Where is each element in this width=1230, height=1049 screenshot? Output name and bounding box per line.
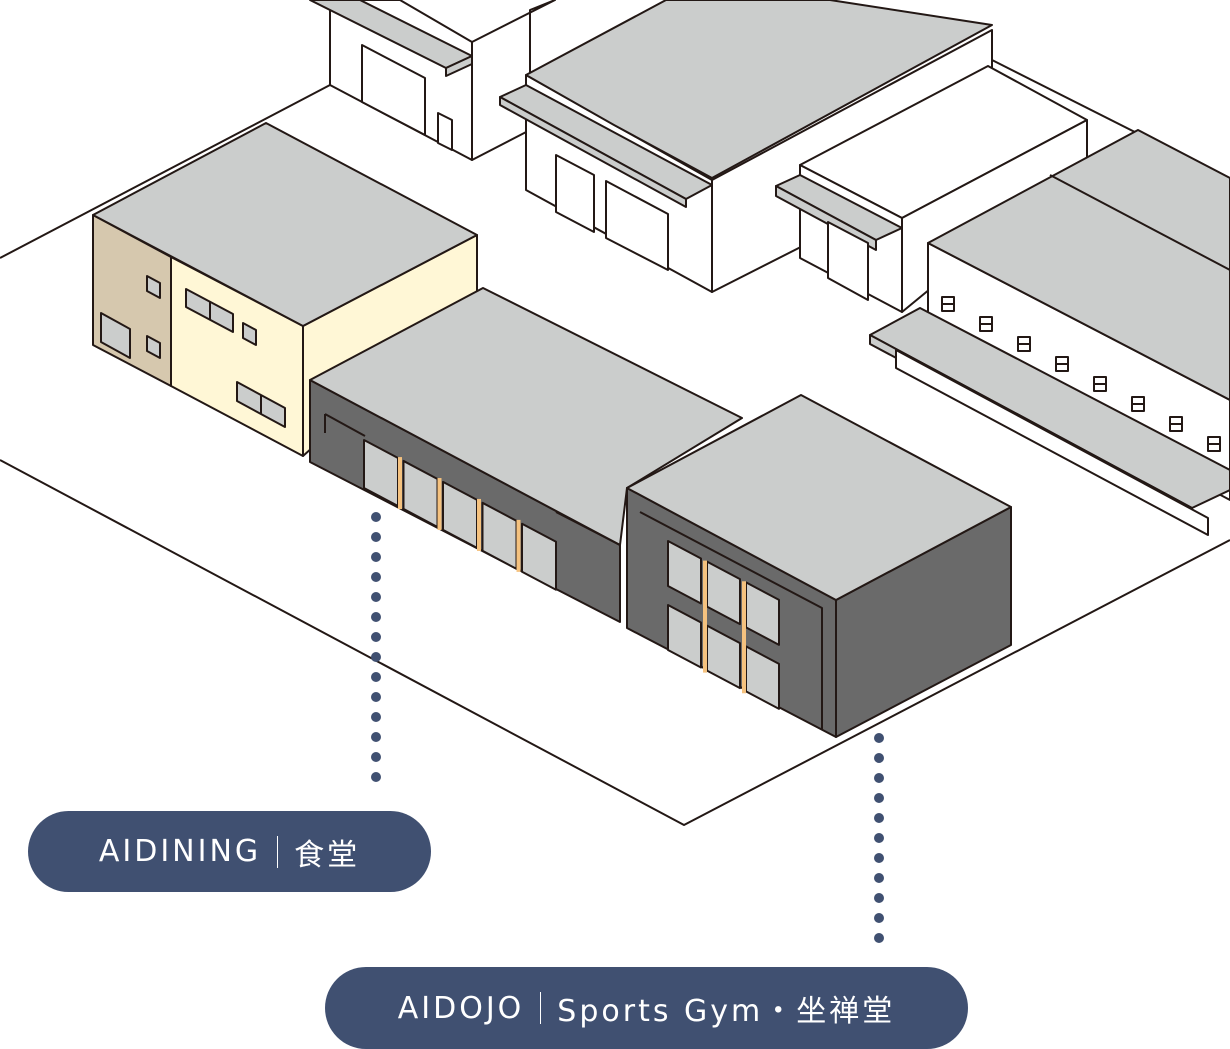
leader-dot [874, 913, 884, 923]
leader-dot [874, 873, 884, 883]
window-pane [667, 540, 702, 605]
dotted-leader-dining [371, 512, 381, 782]
leader-dot [371, 612, 381, 622]
leader-dot [874, 893, 884, 903]
leader-dot [371, 672, 381, 682]
leader-dot [874, 753, 884, 763]
window-mullion [516, 519, 521, 572]
aidojo-name: AIDOJO [397, 990, 525, 1026]
leader-dot [371, 692, 381, 702]
aidining-label[interactable]: AIDINING 食堂 [28, 811, 431, 892]
leader-dot [371, 752, 381, 762]
window-pane [521, 522, 557, 591]
leader-dot [371, 652, 381, 662]
leader-dot [371, 532, 381, 542]
aidojo-label[interactable]: AIDOJO Sports Gym・坐禅堂 [325, 967, 968, 1049]
leader-dot [371, 632, 381, 642]
background-building-1 [309, 0, 556, 161]
window-mullion [703, 560, 707, 673]
leader-dot [874, 773, 884, 783]
label-separator [540, 992, 542, 1024]
background-building-4-windows [941, 296, 1221, 452]
leader-dot [874, 813, 884, 823]
window-mullion [477, 498, 481, 551]
leader-dot [371, 712, 381, 722]
aidojo-hall-windows [363, 439, 557, 591]
leader-dot [874, 853, 884, 863]
leader-dot [371, 732, 381, 742]
leader-dot [874, 933, 884, 943]
leader-dot [874, 733, 884, 743]
background-building-4 [869, 129, 1230, 536]
leader-dot [371, 512, 381, 522]
aidining-subtitle: 食堂 [294, 837, 361, 873]
leader-dot [371, 552, 381, 562]
aidojo-subtitle: Sports Gym・坐禅堂 [557, 994, 896, 1029]
window-pane [667, 604, 702, 669]
dotted-leader-dojo [874, 733, 884, 943]
window-mullion [398, 457, 402, 510]
leader-dot [874, 833, 884, 843]
leader-dot [874, 793, 884, 803]
leader-dot [371, 572, 381, 582]
leader-dot [371, 772, 381, 782]
window-mullion [437, 478, 442, 531]
window-mullion [742, 581, 746, 694]
aidining-name: AIDINING [98, 834, 262, 869]
aidojo-gym-windows [667, 540, 780, 710]
label-separator [277, 835, 279, 868]
leader-dot [371, 592, 381, 602]
